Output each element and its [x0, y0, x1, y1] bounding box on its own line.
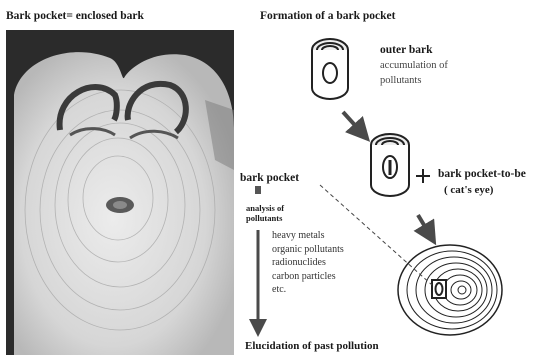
bark-pocket-photo [6, 30, 234, 355]
pocket-marker [255, 186, 261, 194]
outer-bark-heading: outer bark [380, 44, 433, 56]
pollutant-item: carbon particles [272, 270, 344, 284]
pollutant-item: radionuclides [272, 256, 344, 270]
pollutant-item: etc. [272, 283, 344, 297]
bottom-caption: Elucidation of past pollution [245, 340, 379, 352]
arrow-to-cross-section [418, 215, 430, 235]
ring-cross-section [398, 245, 502, 335]
outer-bark-line1: accumulation of [380, 60, 448, 71]
analysis-line2: pollutants [246, 213, 282, 223]
outer-bark-line2: pollutants [380, 75, 421, 86]
pollutant-item: organic pollutants [272, 243, 344, 257]
analysis-line1: analysis of [246, 203, 284, 213]
arrow-to-pocket-to-be [343, 112, 362, 133]
pocket-to-be-line2: ( cat's eye) [444, 184, 493, 196]
log-outer-bark [312, 39, 348, 99]
pollutant-item: heavy metals [272, 229, 344, 243]
bark-pocket-label: bark pocket [240, 172, 299, 184]
pollutant-list: heavy metals organic pollutants radionuc… [272, 229, 344, 297]
log-pocket-to-be [371, 134, 409, 196]
pocket-to-be-line1: bark pocket-to-be [438, 168, 526, 180]
